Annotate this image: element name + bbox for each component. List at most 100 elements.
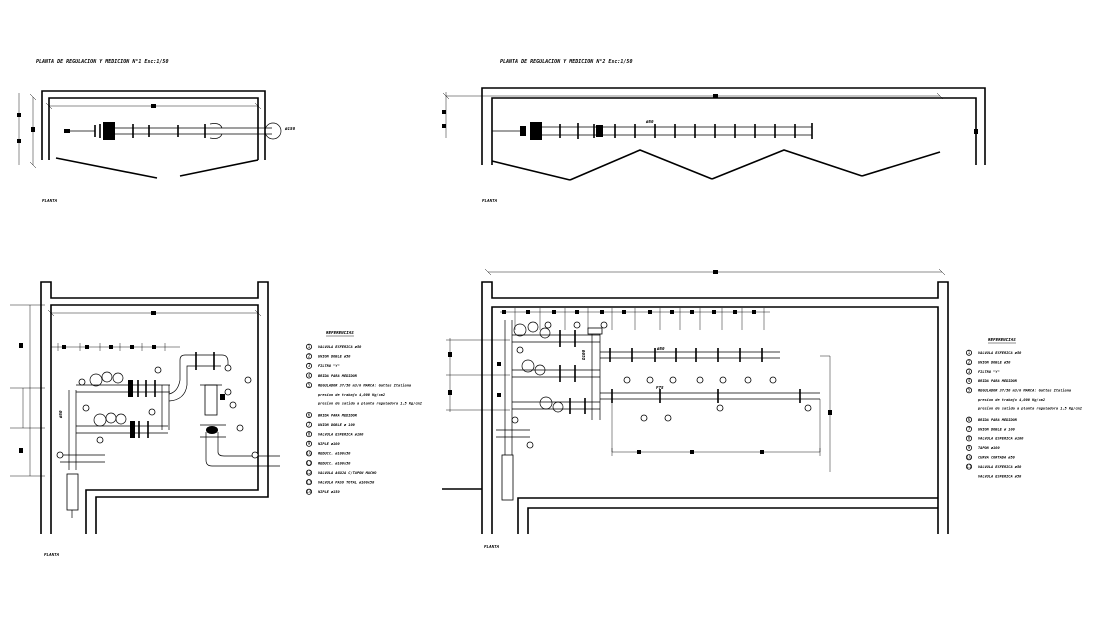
legend-number-circle xyxy=(966,349,973,356)
legend-number: 10 xyxy=(966,455,972,460)
legend-number-circle xyxy=(305,440,312,447)
pipe-diameter-label: ø150 xyxy=(284,126,296,131)
legend-text: BRIDA PARA MEDIDOR xyxy=(977,418,1018,422)
legend-text: VALVULA ESFERICA ø50 xyxy=(318,345,361,349)
legend-number: 8 xyxy=(308,431,311,436)
legend-number: 8 xyxy=(968,436,971,441)
legend-number-circle xyxy=(305,411,312,418)
legend-number-circle xyxy=(305,488,312,495)
legend-item: 5 REGULADOR 37/50 m3/h MARCA: Gattas Ital… xyxy=(305,382,411,389)
legend-text: VALVULA ESFERICA ø50 xyxy=(978,474,1021,478)
legend-left-title: REFERENCIAS xyxy=(326,330,354,335)
legend-number: 1 xyxy=(308,344,311,349)
legend-text: UNION DOBLE ø 100 xyxy=(318,423,355,427)
label-planta-right-top: PLANTA xyxy=(482,198,498,203)
legend-text: FILTRO "Y" xyxy=(318,364,340,368)
legend-text: VALVULA PASO TOTAL ø100x50 xyxy=(318,480,374,484)
legend-item: presion de salida a planta reguladora 1,… xyxy=(977,406,1082,410)
header-dim-right: ø50 xyxy=(656,346,665,351)
legend-number-circle xyxy=(305,421,312,428)
legend-number: 10 xyxy=(306,451,312,456)
legend-number-circle xyxy=(966,454,973,461)
legend-text: BRIDA PARA MEDIDOR xyxy=(317,374,358,378)
collector-dim-right: P75 xyxy=(656,385,664,390)
legend-number-circle xyxy=(305,343,312,350)
vertical-dim-right: D100 xyxy=(581,349,586,361)
legend-text: UNION DOBLE ø 100 xyxy=(978,427,1015,431)
legend-number-circle xyxy=(305,431,312,438)
legend-text: presion de salida a planta reguladora 1,… xyxy=(317,402,422,406)
legend-text: REDUCC. ø100x50 xyxy=(318,461,350,465)
legend-number: 2 xyxy=(308,354,311,359)
legend-number: 9 xyxy=(308,441,311,446)
legend-item: 13 VALVULA PASO TOTAL ø100x50 xyxy=(305,479,374,486)
legend-text: BRIDA PARA MEDIDOR xyxy=(317,413,358,417)
legend-item: 10 CURVA CORTADA ø50 xyxy=(966,454,1015,461)
legend-number: 4 xyxy=(968,378,971,383)
legend-text: NIPLE ø100 xyxy=(317,442,340,446)
bottom-left-plan: ø50 PL xyxy=(10,281,280,557)
legend-number-circle xyxy=(966,444,973,451)
legend-number: 11 xyxy=(966,464,972,469)
legend-number: 5 xyxy=(968,388,971,393)
legend-number: 11 xyxy=(306,460,312,465)
legend-item: 11 VALVULA ESFERICA ø50 xyxy=(966,463,1021,470)
legend-text: VALVULA ESFERICA ø100 xyxy=(318,432,363,436)
legend-text: presion de salida a planta reguladora 1,… xyxy=(977,406,1082,410)
legend-text: VALVULA ESFERICA ø100 xyxy=(978,437,1023,441)
legend-number-circle xyxy=(966,377,973,384)
legend-number-circle xyxy=(305,469,312,476)
legend-item: 14 NIPLE ø150 xyxy=(305,488,340,495)
legend-number: 6 xyxy=(968,417,971,422)
pipe-diameter-label-right: ø50 xyxy=(645,119,654,124)
legend-number-circle xyxy=(305,450,312,457)
legend-number: 5 xyxy=(308,382,311,387)
legend-number-circle xyxy=(305,382,312,389)
legend-number: 9 xyxy=(968,445,971,450)
legend-text: REDUCC. ø100x50 xyxy=(318,452,350,456)
legend-text: CURVA CORTADA ø50 xyxy=(978,456,1015,460)
legend-item: 9 NIPLE ø100 xyxy=(305,440,340,447)
legend-number: 7 xyxy=(968,426,971,431)
legend-item: 9 TAPON ø100 xyxy=(966,444,1000,451)
label-planta-left-top: PLANTA xyxy=(42,198,58,203)
title-left-plan: PLANTA DE REGULACION Y MEDICION N°1 Esc:… xyxy=(36,59,168,65)
legend-item: 6 BRIDA PARA MEDIDOR xyxy=(966,416,1018,423)
legend-number-circle xyxy=(305,362,312,369)
legend-item: 1 VALVULA ESFERICA ø50 xyxy=(305,343,361,350)
legend-text: REGULADOR 37/50 m3/h MARCA: Gattas Itali… xyxy=(318,383,411,387)
legend-number-circle xyxy=(305,479,312,486)
legend-text: TAPON ø100 xyxy=(978,446,1000,450)
legend-number: 3 xyxy=(308,363,311,368)
legend-number: 3 xyxy=(968,369,971,374)
legend-number-circle xyxy=(966,416,973,423)
title-right-plan: PLANTA DE REGULACION Y MEDICION N°2 Esc:… xyxy=(500,59,632,65)
legend-number: 12 xyxy=(306,470,312,475)
legend-text: NIPLE ø150 xyxy=(317,490,340,494)
legend-number-circle xyxy=(966,463,973,470)
legend-text: VALVULA ESFERICA ø50 xyxy=(978,465,1021,469)
legend-item: presion de trabajo 4,000 Kg/cm2 xyxy=(977,398,1045,402)
legend-item: 4 BRIDA PARA MEDIDOR xyxy=(966,377,1018,384)
legend-item: 11 REDUCC. ø100x50 xyxy=(305,459,350,466)
legend-number-circle xyxy=(305,459,312,466)
legend-right-title: REFERENCIAS xyxy=(988,337,1016,342)
legend-item: 3 FILTRO "Y" xyxy=(305,362,340,369)
legend-number-circle xyxy=(305,353,312,360)
legend-number: 14 xyxy=(306,489,312,494)
legend-number-circle xyxy=(966,359,973,366)
legend-number: 13 xyxy=(306,479,312,484)
legend-text: BRIDA PARA MEDIDOR xyxy=(977,379,1018,383)
bottom-right-plan: D100 ø50 P75 PLANTA xyxy=(442,268,949,549)
legend-number-circle xyxy=(966,368,973,375)
legend-number: 1 xyxy=(968,350,971,355)
